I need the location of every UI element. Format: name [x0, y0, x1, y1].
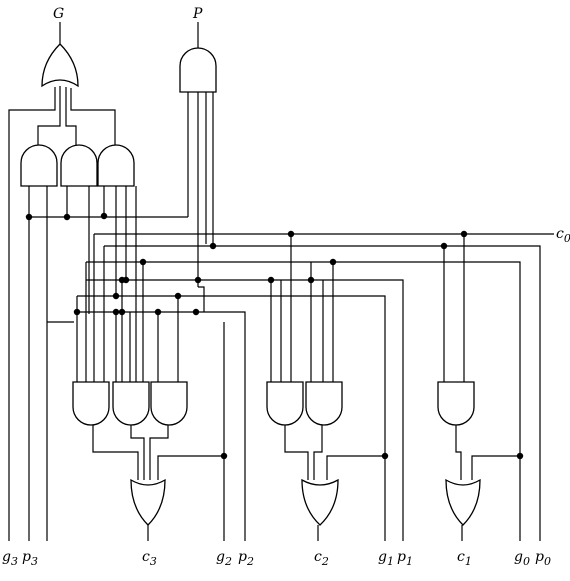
- c2-and-gate-1: [266, 381, 304, 426]
- g-and-gate-1: [20, 144, 58, 187]
- bottom-label-p0: p0: [535, 549, 551, 568]
- carry-in-label: c0: [556, 226, 570, 245]
- bottom-label-p1: p1: [397, 549, 413, 568]
- c3-and-gate-3: [150, 381, 188, 426]
- bottom-label-c1: c1: [457, 549, 472, 568]
- wires: [8, 22, 554, 541]
- bottom-label-g3: g3: [2, 549, 18, 568]
- bottom-label-g2: g2: [216, 549, 232, 568]
- bottom-label-p2: p2: [238, 549, 254, 568]
- c2-or-gate: [301, 478, 339, 526]
- junctions: [25, 212, 524, 460]
- g-and-gate-2: [60, 144, 98, 187]
- bottom-label-p3: p3: [22, 549, 38, 568]
- c3-and-gate-1: [72, 381, 110, 426]
- gates: [20, 43, 481, 526]
- p-output-label: P: [192, 6, 203, 22]
- bottom-label-g1: g1: [378, 549, 394, 568]
- c2-and-gate-2: [305, 381, 343, 426]
- p-and-gate: [179, 47, 217, 93]
- c1-and-gate: [437, 381, 475, 426]
- labels: G P c0 g3 p3 c3 g2 p2 c2 g1 p1 c1 g0 p0: [2, 6, 570, 568]
- c3-and-gate-2: [112, 381, 150, 426]
- bottom-label-g0: g0: [514, 549, 530, 568]
- c1-or-gate: [445, 478, 481, 526]
- c3-or-gate: [130, 478, 166, 526]
- g-and-gate-3: [97, 144, 135, 187]
- g-output-label: G: [53, 6, 64, 22]
- bottom-label-c3: c3: [142, 549, 157, 568]
- g-or-gate: [41, 43, 79, 88]
- bottom-label-c2: c2: [314, 549, 329, 568]
